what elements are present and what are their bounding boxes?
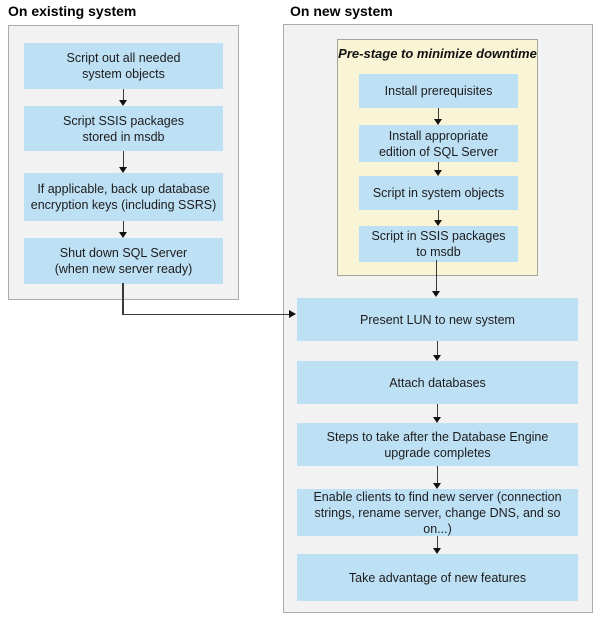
connector-elbow-horizontal-line (122, 313, 289, 316)
arrow-right-icon (289, 310, 296, 318)
arrow-down-icon (434, 210, 443, 226)
connector-elbow-vertical-line (122, 283, 124, 315)
step-box-script-out-objects: Script out all needed system objects (24, 43, 223, 89)
step-box-new-features: Take advantage of new features (297, 554, 578, 601)
step-box-script-ssis: Script SSIS packages stored in msdb (24, 106, 223, 151)
step-box-backup-keys: If applicable, back up database encrypti… (24, 173, 223, 221)
step-box-attach-databases: Attach databases (297, 361, 578, 404)
new-system-heading: On new system (290, 3, 393, 19)
step-box-install-prereqs: Install prerequisites (359, 74, 518, 108)
arrow-down-icon (119, 89, 128, 106)
step-box-script-in-objects: Script in system objects (359, 176, 518, 210)
step-box-script-in-ssis: Script in SSIS packages to msdb (359, 226, 518, 262)
new-system-panel: Pre-stage to minimize downtime Install p… (283, 24, 593, 613)
arrow-down-icon (119, 221, 128, 238)
arrow-down-icon (434, 162, 443, 176)
arrow-down-icon (433, 466, 442, 489)
step-box-install-edition: Install appropriate edition of SQL Serve… (359, 125, 518, 162)
prestage-title: Pre-stage to minimize downtime (338, 46, 537, 61)
arrow-down-icon (433, 536, 442, 554)
step-box-post-upgrade-steps: Steps to take after the Database Engine … (297, 423, 578, 466)
arrow-down-icon (432, 260, 441, 297)
step-box-present-lun: Present LUN to new system (297, 298, 578, 341)
arrow-down-icon (433, 404, 442, 423)
arrow-down-icon (434, 108, 443, 125)
existing-system-heading: On existing system (8, 3, 137, 19)
existing-system-panel: Script out all needed system objects Scr… (8, 25, 239, 300)
step-box-enable-clients: Enable clients to find new server (conne… (297, 489, 578, 536)
prestage-group: Pre-stage to minimize downtime Install p… (337, 39, 538, 276)
arrow-down-icon (433, 341, 442, 361)
arrow-down-icon (119, 151, 128, 173)
step-box-shutdown-sql: Shut down SQL Server (when new server re… (24, 238, 223, 284)
